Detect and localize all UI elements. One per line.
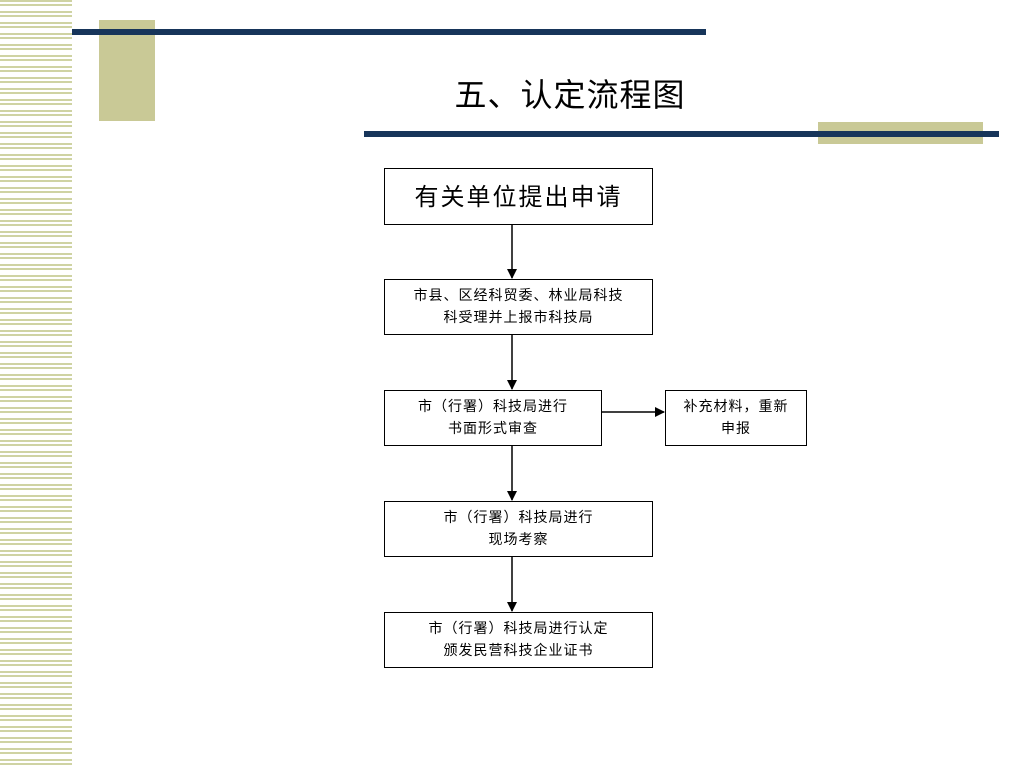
node-accept: 市县、区经科贸委、林业局科技 科受理并上报市科技局 xyxy=(384,279,653,335)
node-supplement-line-2: 申报 xyxy=(721,421,751,437)
node-accept-line-1: 市县、区经科贸委、林业局科技 xyxy=(413,288,624,304)
node-site-inspection-line-2: 现场考察 xyxy=(488,532,549,548)
node-accept-line-2: 科受理并上报市科技局 xyxy=(443,310,594,326)
decorative-stripe-band xyxy=(0,0,72,768)
node-site-inspection: 市（行署）科技局进行 现场考察 xyxy=(384,501,653,557)
page-title: 五、认定流程图 xyxy=(454,76,686,114)
accent-block-top xyxy=(99,20,155,121)
top-rule xyxy=(72,29,706,35)
node-formal-review-line-1: 市（行署）科技局进行 xyxy=(418,399,568,415)
title-underline-rule xyxy=(364,131,999,137)
title-underline-rule-overlay xyxy=(818,131,983,137)
node-formal-review-line-2: 书面形式审查 xyxy=(448,421,538,437)
node-apply: 有关单位提出申请 xyxy=(384,168,653,225)
node-supplement-line-1: 补充材料，重新 xyxy=(683,399,789,415)
node-supplement: 补充材料，重新 申报 xyxy=(665,390,807,446)
node-certify-line-1: 市（行署）科技局进行认定 xyxy=(428,621,609,637)
node-apply-line-1: 有关单位提出申请 xyxy=(414,182,623,211)
node-certify: 市（行署）科技局进行认定 颁发民营科技企业证书 xyxy=(384,612,653,668)
node-certify-line-2: 颁发民营科技企业证书 xyxy=(443,643,594,659)
node-site-inspection-line-1: 市（行署）科技局进行 xyxy=(443,510,594,526)
node-formal-review: 市（行署）科技局进行 书面形式审查 xyxy=(384,390,602,446)
